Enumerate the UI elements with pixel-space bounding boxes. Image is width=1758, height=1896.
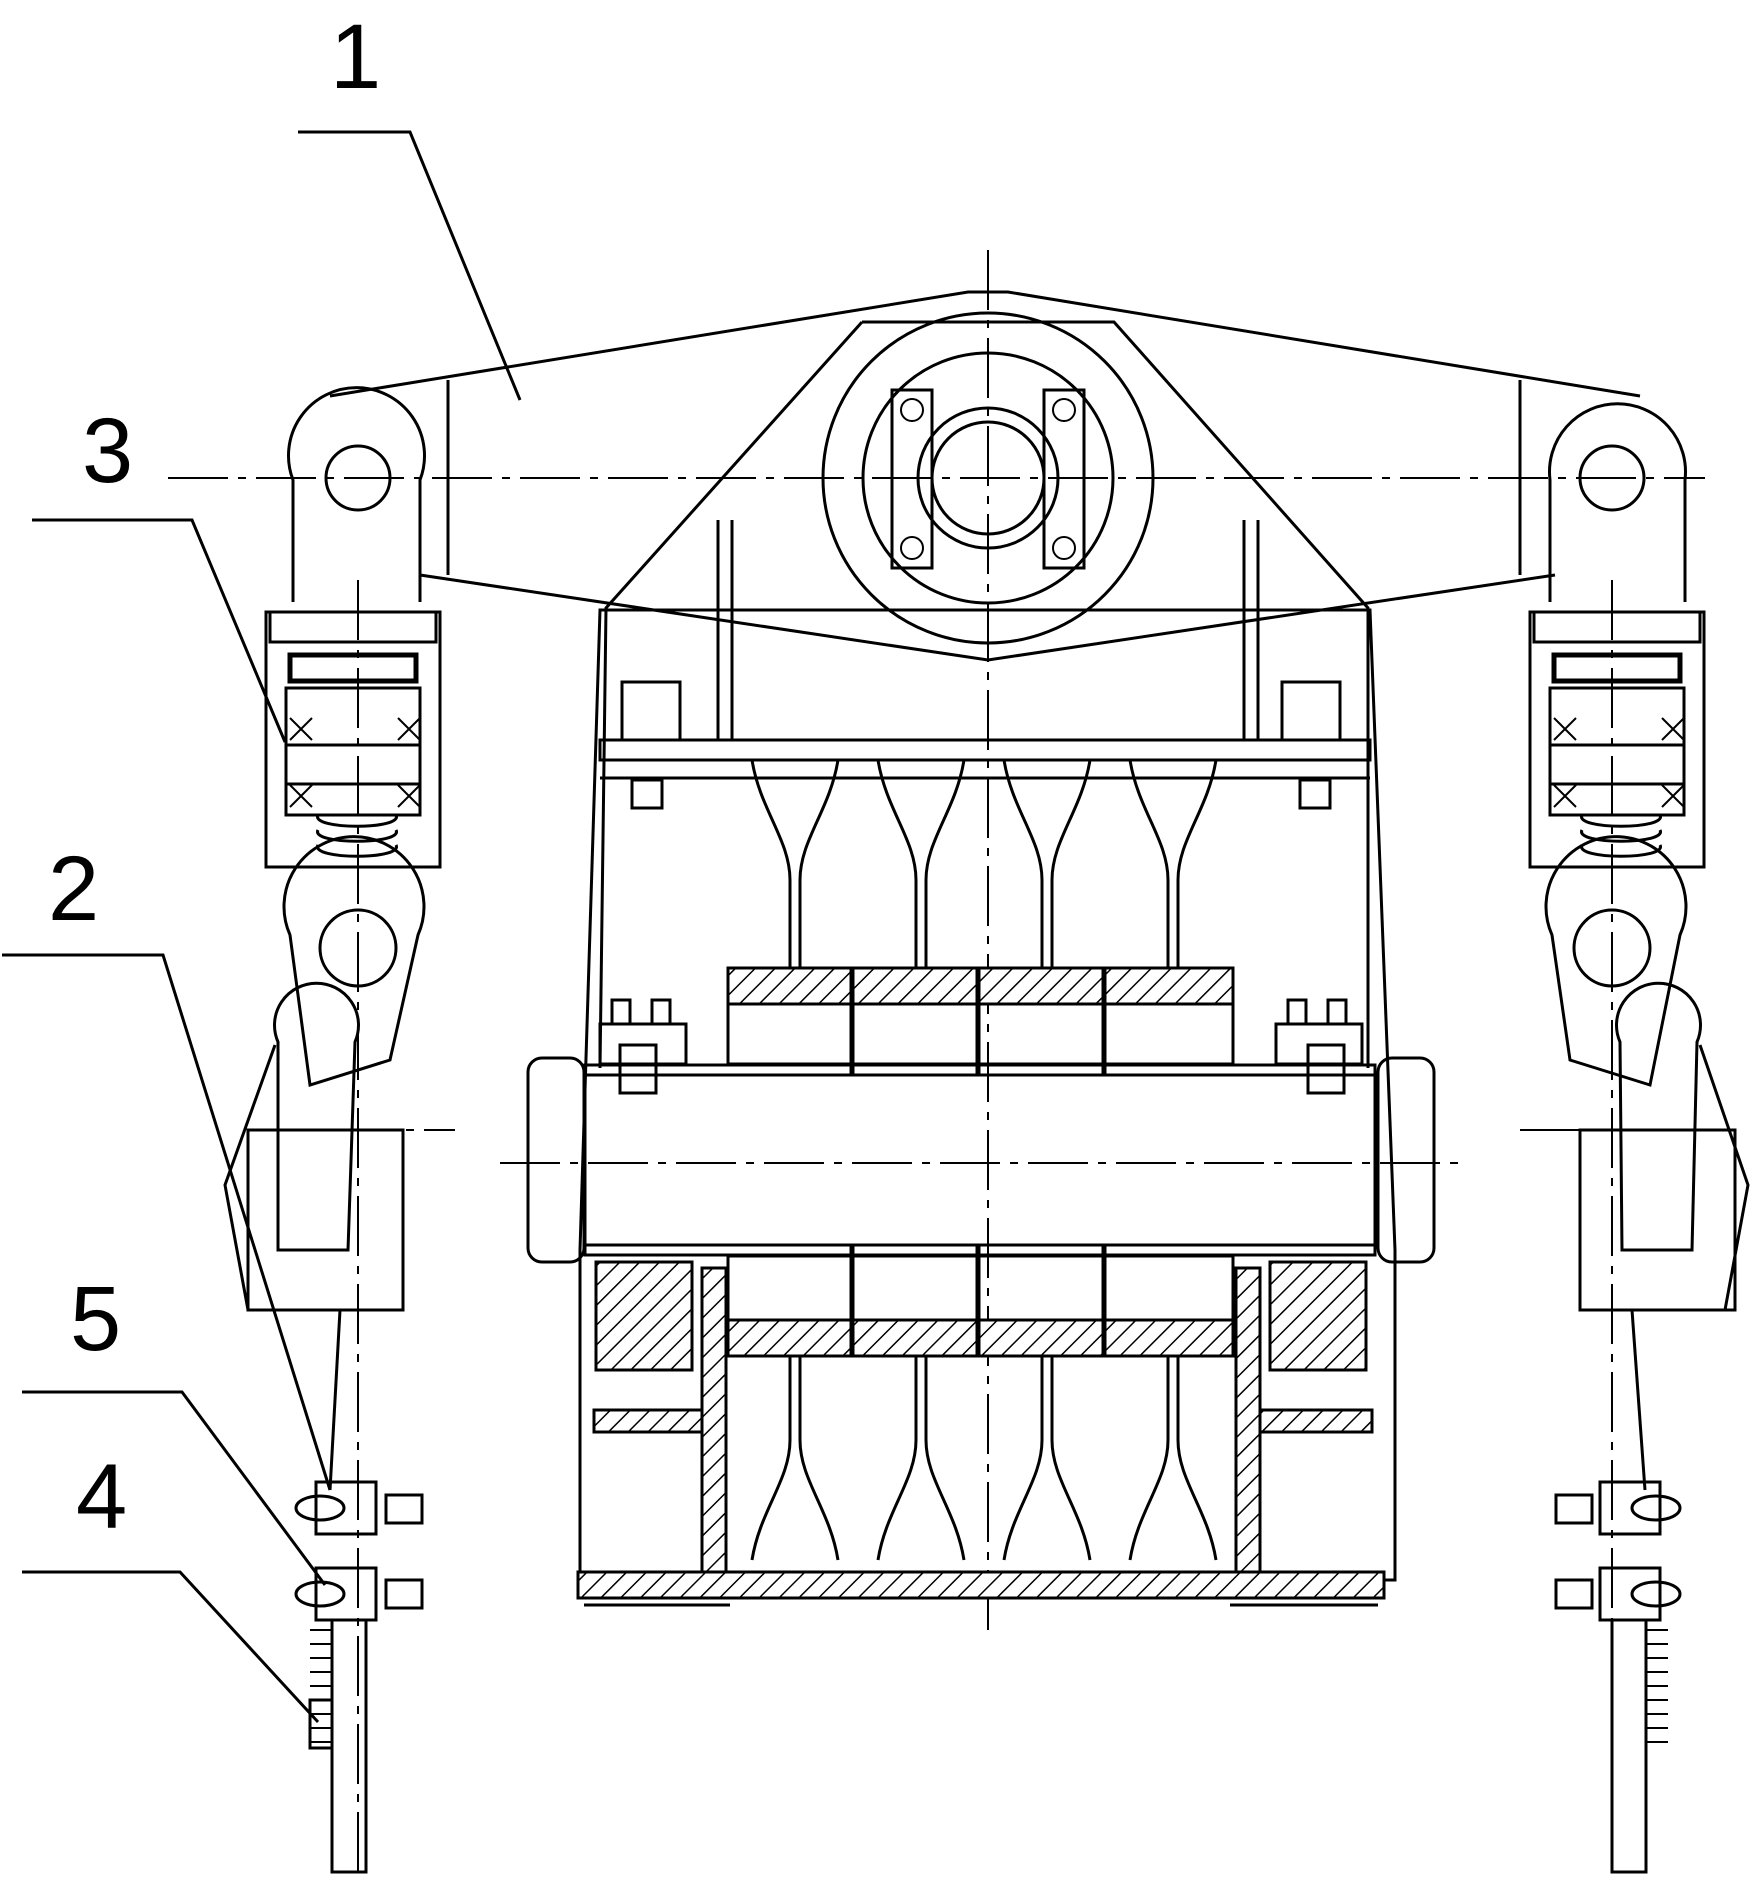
callout-2-leader <box>2 955 330 1490</box>
main-shaft <box>528 1045 1434 1262</box>
callout-4-label: 4 <box>76 1446 127 1548</box>
right-hanger-assembly <box>1530 612 1748 1872</box>
callout-5-leader <box>22 1392 325 1585</box>
upper-sheaves <box>752 760 1216 968</box>
callout-4-leader <box>22 1572 318 1722</box>
callout-4: 4 <box>22 1446 318 1722</box>
side-bracket-bolts <box>600 1000 1362 1064</box>
lower-sheaves <box>752 1345 1216 1560</box>
lower-base <box>578 1262 1384 1605</box>
callout-5: 5 <box>22 1268 325 1585</box>
callout-2-label: 2 <box>48 838 99 940</box>
callout-1-leader <box>298 132 520 400</box>
callout-1: 1 <box>298 6 520 400</box>
callout-3: 3 <box>32 400 285 742</box>
callout-3-label: 3 <box>82 400 133 502</box>
callout-5-label: 5 <box>70 1268 121 1370</box>
left-hanger-assembly <box>225 612 440 1872</box>
callout-3-leader <box>32 520 285 742</box>
callout-1-label: 1 <box>330 6 381 108</box>
